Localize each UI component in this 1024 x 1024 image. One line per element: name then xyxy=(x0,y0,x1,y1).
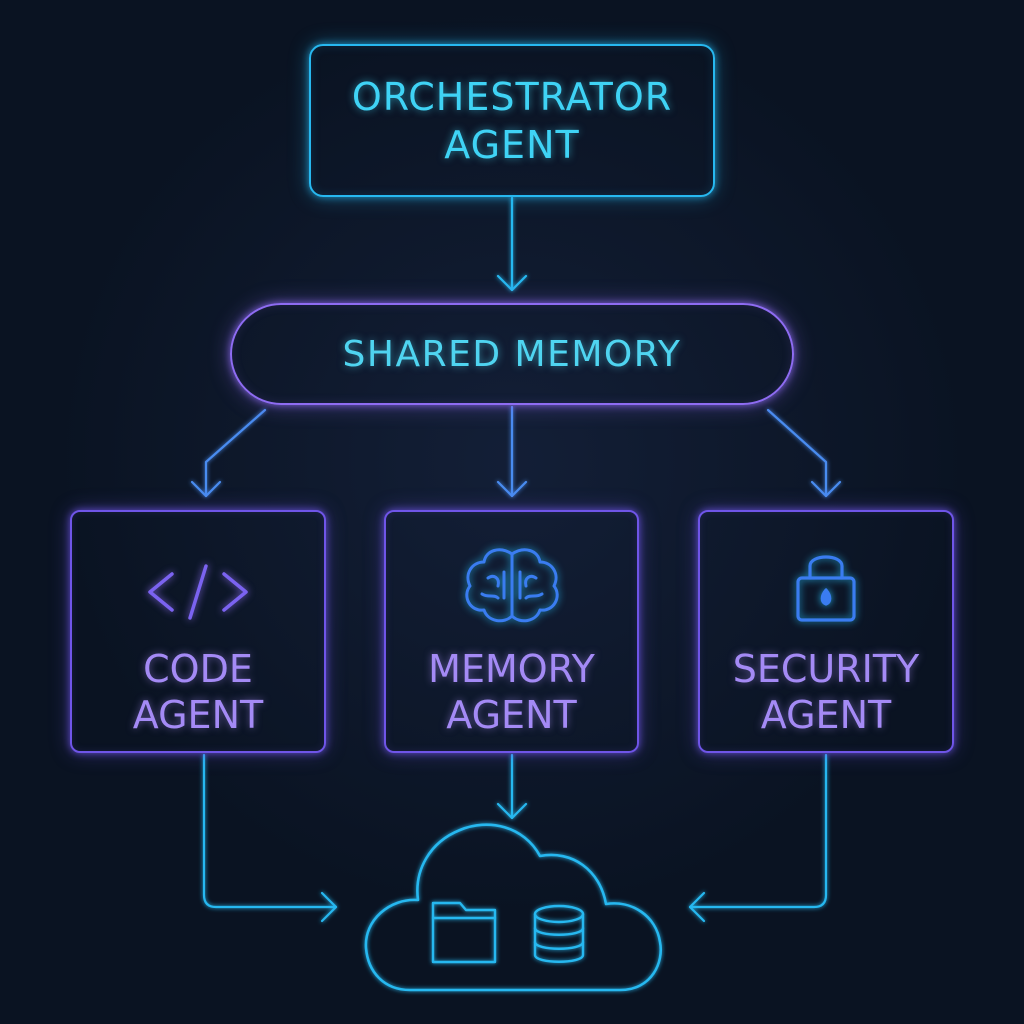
brain-icon xyxy=(464,548,559,623)
orchestrator-label-line2: AGENT xyxy=(444,122,580,167)
security-agent-label-line1: SECURITY xyxy=(732,647,920,691)
orchestrator-label-line1: ORCHESTRATOR xyxy=(351,74,673,119)
arrow-security-agent-to-storage xyxy=(688,753,828,923)
storage-cloud xyxy=(364,823,663,992)
arrow-memory-agent-to-storage xyxy=(496,753,528,820)
arrow-shared-memory-to-code-agent xyxy=(190,408,267,498)
security-agent-node: SECURITY AGENT xyxy=(698,510,954,753)
arrow-orchestrator-to-shared-memory xyxy=(496,196,528,292)
arrow-code-agent-to-storage xyxy=(202,753,338,923)
folder-icon xyxy=(431,901,497,964)
database-icon xyxy=(533,904,585,963)
lock-icon xyxy=(796,555,856,622)
arrow-shared-memory-to-security-agent xyxy=(766,408,842,498)
memory-agent-node: MEMORY AGENT xyxy=(384,510,639,753)
arrow-shared-memory-to-memory-agent xyxy=(496,405,528,498)
shared-memory-label: SHARED MEMORY xyxy=(342,333,682,375)
memory-agent-label-line1: MEMORY xyxy=(428,647,595,691)
code-agent-label-line1: CODE xyxy=(143,647,253,691)
code-agent-node: CODE AGENT xyxy=(70,510,326,753)
memory-agent-label-line2: AGENT xyxy=(446,693,577,737)
cloud-icon xyxy=(364,823,663,992)
security-agent-label-line2: AGENT xyxy=(760,693,892,737)
orchestrator-agent-node: ORCHESTRATOR AGENT xyxy=(309,44,715,197)
code-icon xyxy=(148,564,248,620)
code-agent-label-line2: AGENT xyxy=(132,693,264,737)
shared-memory-node: SHARED MEMORY xyxy=(230,303,794,405)
